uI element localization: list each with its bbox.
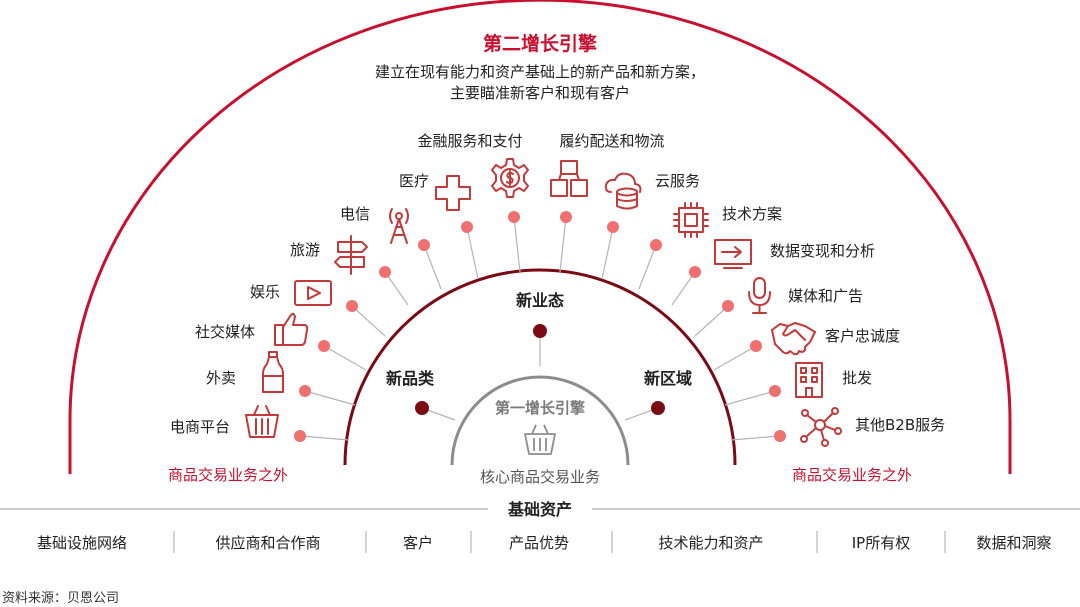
cloud-database-icon [604, 172, 642, 210]
thumbs-up-icon [274, 312, 309, 346]
outer-dots [294, 211, 786, 442]
dot [461, 221, 473, 233]
item-label-b2b: 其他B2B服务 [855, 416, 945, 434]
new-business-arch [343, 268, 737, 466]
dot [689, 266, 701, 278]
dot [508, 211, 520, 223]
outside-label-left: 商品交易业务之外 [168, 466, 288, 484]
new-format-dot [533, 324, 547, 338]
network-icon [800, 407, 842, 447]
play-icon [294, 280, 332, 306]
item-label-tech-solutions: 技术方案 [722, 205, 782, 223]
first-engine-label: 核心商品交易业务 [480, 468, 600, 486]
item-label-media-ads: 媒体和广告 [788, 287, 863, 305]
foundation-title-bg [488, 498, 592, 520]
source-note: 资料来源：贝恩公司 [2, 591, 119, 606]
new-region-label: 新区域 [644, 369, 692, 388]
connector-lines [299, 216, 781, 441]
subtitle-line-1: 建立在现有能力和资产基础上的新产品和新方案， [375, 63, 705, 81]
basket-icon [245, 405, 279, 438]
dot [769, 385, 781, 397]
item-label-social: 社交媒体 [195, 323, 255, 341]
dot [650, 239, 662, 251]
dot [418, 239, 430, 251]
first-engine-title: 第一增长引擎 [495, 399, 585, 417]
foundation-item: 客户 [403, 534, 433, 552]
inner-dots [415, 324, 665, 415]
dot [750, 340, 762, 352]
dot [774, 430, 786, 442]
basket-icon [524, 424, 556, 455]
dot [294, 430, 306, 442]
item-label-cloud: 云服务 [655, 172, 700, 190]
item-label-medical: 医疗 [399, 172, 429, 190]
foundation-item: 技术能力和资产 [658, 534, 763, 552]
microphone-icon [748, 277, 771, 314]
item-label-ecommerce: 电商平台 [170, 418, 230, 436]
item-label-logistics: 履约配送和物流 [559, 132, 664, 150]
dot [299, 385, 311, 397]
dot [607, 221, 619, 233]
dot [318, 340, 330, 352]
boxes-icon [550, 160, 588, 197]
dot [560, 211, 572, 223]
foundation-dividers [173, 531, 946, 553]
first-engine-arch [450, 375, 630, 466]
item-label-wholesale: 批发 [842, 369, 872, 387]
item-label-delivery: 外卖 [206, 369, 236, 387]
foundation-item: 数据和洞察 [976, 534, 1051, 552]
chip-icon [673, 202, 709, 238]
foundation-item: 产品优势 [509, 534, 569, 552]
bottle-icon [262, 351, 284, 393]
antenna-icon [389, 208, 409, 244]
new-region-dot [651, 401, 665, 415]
outside-label-right: 商品交易业务之外 [792, 466, 912, 484]
item-label-finance: 金融服务和支付 [417, 132, 522, 150]
signpost-icon [334, 235, 368, 275]
item-label-loyalty: 客户忠诚度 [825, 327, 900, 345]
item-label-entertainment: 娱乐 [250, 283, 280, 301]
foundation-item: IP所有权 [852, 534, 910, 552]
medical-cross-icon [435, 175, 471, 211]
foundation-items: 基础设施网络 供应商和合作商 客户 产品优势 技术能力和资产 IP所有权 数据和… [37, 534, 1052, 552]
dot [379, 266, 391, 278]
subtitle-line-2: 主要瞄准新客户和现有客户 [450, 84, 630, 102]
monitor-icon [714, 239, 752, 269]
item-label-travel: 旅游 [290, 241, 320, 259]
building-icon [795, 362, 823, 398]
dot [722, 300, 734, 312]
item-label-data-analytics: 数据变现和分析 [770, 242, 875, 260]
title: 第二增长引擎 [483, 32, 597, 55]
foundation-title: 基础资产 [507, 500, 572, 519]
new-format-label: 新业态 [516, 291, 564, 310]
outer-arch [68, 0, 1012, 474]
dollar-gear-icon [491, 158, 529, 198]
item-label-telecom: 电信 [340, 205, 370, 223]
handshake-icon [771, 322, 816, 356]
new-category-dot [415, 401, 429, 415]
foundation-item: 基础设施网络 [37, 534, 127, 552]
new-category-label: 新品类 [386, 369, 435, 388]
foundation-item: 供应商和合作商 [215, 534, 320, 552]
dot [346, 300, 358, 312]
